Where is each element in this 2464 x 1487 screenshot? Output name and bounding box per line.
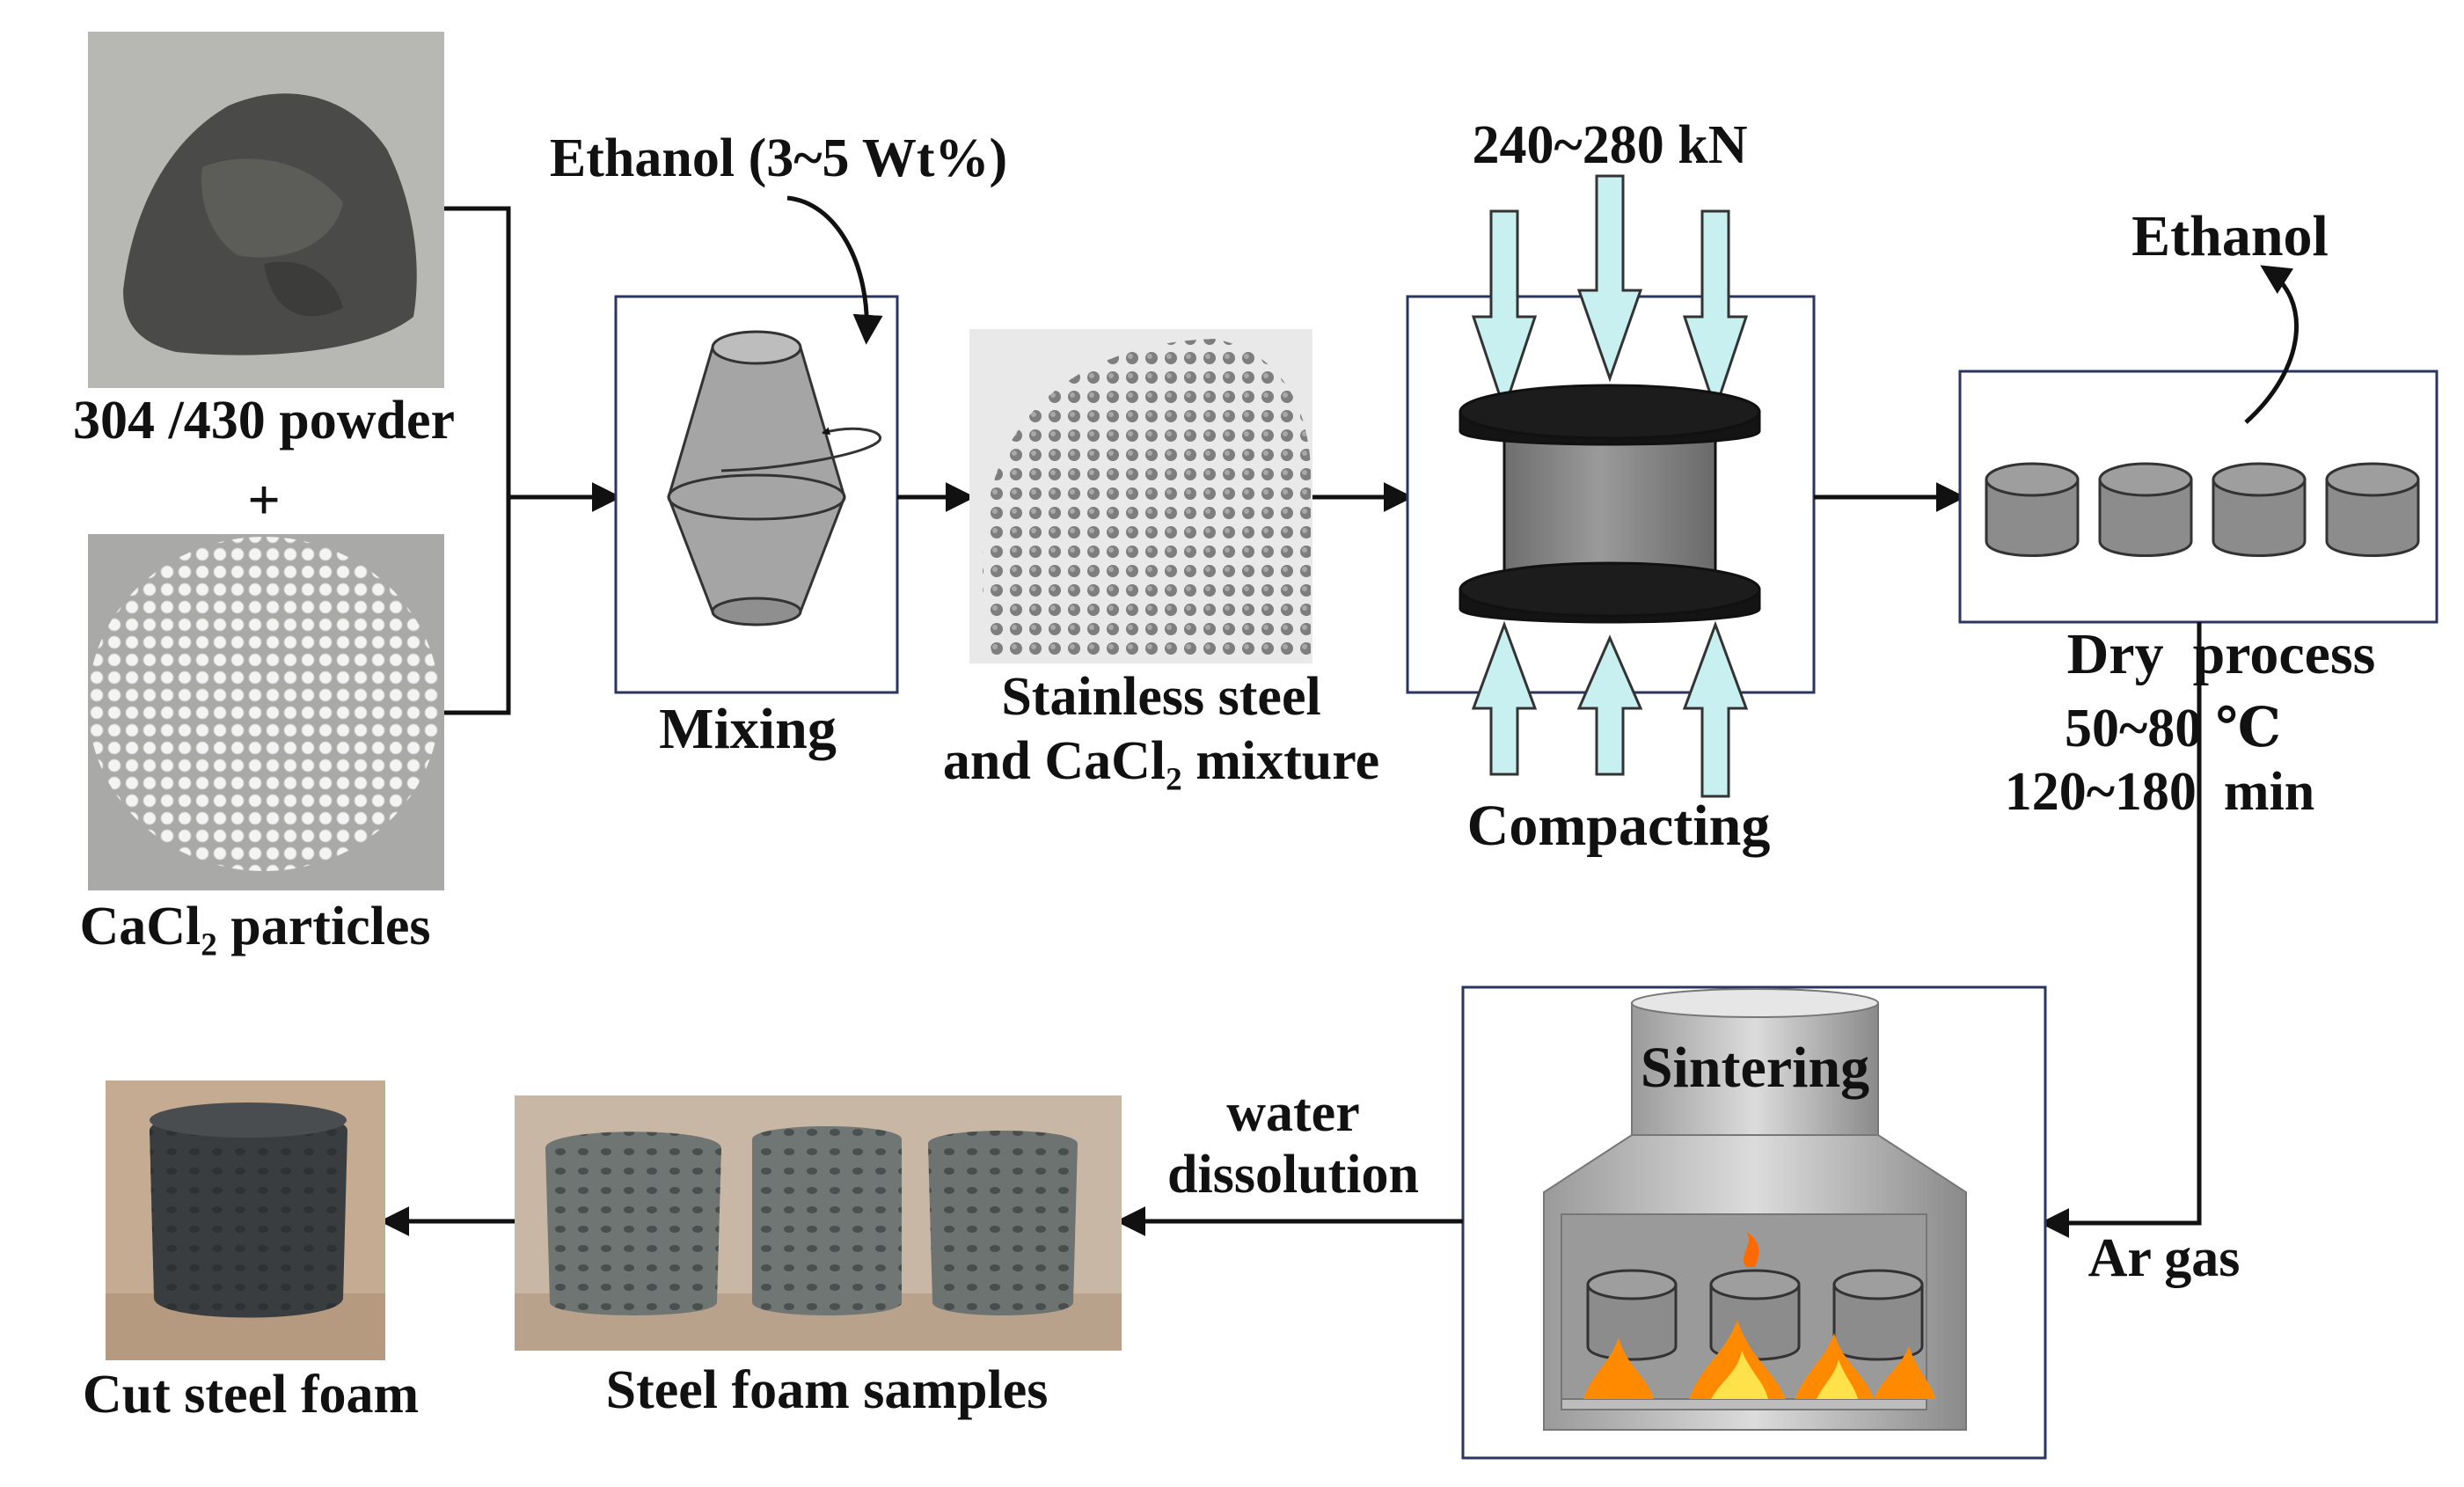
cut-foam-photo [106, 1080, 385, 1360]
dried-cylinders [1985, 462, 2420, 557]
cut-foam-label: Cut steel foam [83, 1365, 419, 1425]
mixer-icon [667, 330, 881, 626]
sintering-label: Sintering [1641, 1036, 1869, 1100]
powder-photo [88, 32, 444, 388]
ethanol-out-label: Ethanol [2131, 204, 2329, 268]
force-arrows-top [1471, 174, 1749, 414]
ethanol-in-arrow [786, 195, 883, 345]
force-label: 240~280 kN [1473, 115, 1748, 175]
cacl2-particles-label: CaCl₂ particles [79, 897, 430, 956]
dry-process-label: Dry process [2067, 622, 2376, 686]
dry-temp-label: 50~80 ℃ [2065, 699, 2281, 758]
dry-time-label: 120~180 min [2005, 762, 2315, 822]
flame-core [1711, 1351, 1858, 1399]
foam-samples-label: Steel foam samples [606, 1360, 1049, 1420]
ar-gas-label: Ar gas [2088, 1228, 2241, 1288]
ethanol-in-label: Ethanol (3~5 Wt%) [550, 128, 1007, 188]
plus-sign: + [247, 468, 281, 532]
powder-label: 304 /430 powder [73, 391, 455, 450]
force-arrows-bottom [1471, 620, 1749, 798]
ethanol-out-arrow [2244, 265, 2299, 424]
mixture-label-line2: and CaCl₂ mixture [943, 731, 1379, 791]
arrow-to-sintering [2039, 622, 2202, 1238]
press-icon [1459, 384, 1761, 624]
foam-samples-photo [515, 1095, 1122, 1351]
furnace-samples [1586, 1269, 1924, 1361]
mixture-photo [969, 329, 1312, 663]
water-label-line2: dissolution [1167, 1145, 1419, 1205]
input-bracket [444, 206, 622, 715]
compacting-label: Compacting [1467, 794, 1771, 858]
mixture-label-line1: Stainless steel [1001, 667, 1320, 727]
flame-icon [1583, 1232, 1935, 1399]
water-label-line1: water [1226, 1083, 1359, 1143]
cacl2-photo [88, 534, 444, 890]
mixing-label: Mixing [659, 697, 837, 761]
